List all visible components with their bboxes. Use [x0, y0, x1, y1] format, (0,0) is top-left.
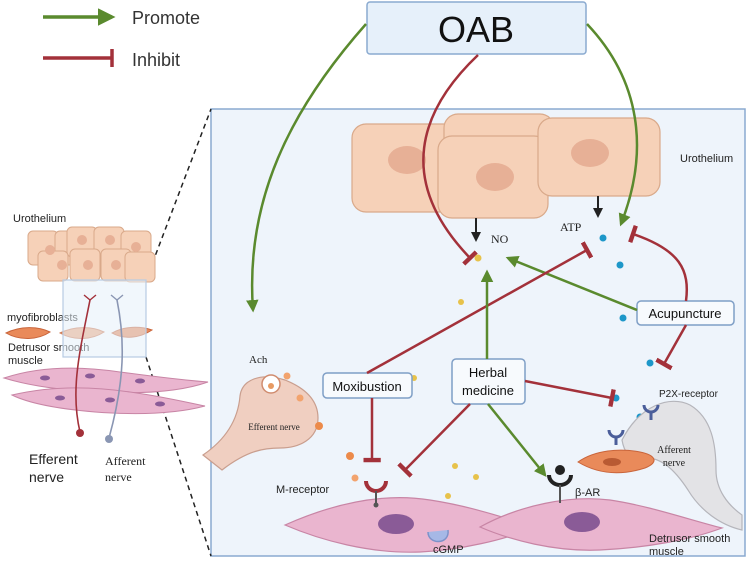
herbal-inhibit-p2x	[524, 379, 616, 408]
moxibustion-label: Moxibustion	[332, 379, 401, 394]
legend: Promote Inhibit	[43, 8, 200, 70]
inset-detrusor-muscle	[2, 367, 209, 415]
efferent-nerve-terminal	[201, 374, 319, 471]
herbal-label-line2: medicine	[462, 383, 514, 398]
inset-efferent-nerve-ending	[83, 294, 97, 301]
inset-afferent-nerve-fiber	[108, 299, 124, 439]
inset-detrusor-label-line2: muscle	[8, 355, 43, 367]
inset-efferent-nerve-fiber	[75, 299, 91, 433]
acupuncture-inhibit-p2x	[655, 324, 688, 371]
inset-afferent-label-line2: nerve	[105, 470, 132, 484]
inset-afferent-nerve-body	[105, 435, 113, 443]
p2x-receptor-label: P2X-receptor	[659, 389, 719, 400]
urothelium-label: Urothelium	[680, 153, 733, 165]
myofibroblast	[577, 449, 655, 474]
urothelium-cells	[351, 113, 661, 219]
oab-title: OAB	[438, 9, 514, 50]
m-receptor-label: M-receptor	[276, 484, 330, 496]
beta-ar-label: β-AR	[575, 487, 600, 499]
inset-urothelium-label: Urothelium	[13, 213, 66, 225]
atp-label: ATP	[560, 220, 582, 234]
oab-to-ach-arrow	[246, 23, 367, 313]
detrusor-muscle-cells	[283, 497, 725, 553]
acupuncture-inhibit-atp	[628, 225, 688, 302]
inset-myofibroblasts-label: myofibroblasts	[7, 312, 78, 324]
zoom-connector-bottom	[145, 356, 212, 557]
inhibit-legend-label: Inhibit	[132, 50, 180, 70]
p2x-receptor-icons	[607, 404, 660, 445]
zoom-connector-top	[145, 108, 212, 281]
afferent-nerve-label-line1: Afferent	[657, 445, 691, 456]
oab-to-atp-arrow	[586, 23, 639, 227]
oab-inhibit-no	[422, 54, 479, 266]
inset-zoom-box	[62, 279, 147, 358]
afferent-nerve-label-line2: nerve	[663, 458, 686, 469]
inset-efferent-nerve-body	[76, 429, 84, 437]
ach-label: Ach	[249, 354, 268, 366]
ach-molecules	[283, 372, 359, 482]
detrusor-label-line2: muscle	[649, 546, 684, 558]
inset-efferent-label-line2: nerve	[29, 469, 64, 485]
acupuncture-promote-no	[505, 255, 638, 312]
inset-afferent-nerve-ending	[110, 294, 124, 301]
moxibustion-inhibit-atp	[366, 241, 594, 375]
inset-afferent-label-line1: Afferent	[105, 454, 146, 468]
efferent-nerve-label: Efferent nerve	[248, 422, 300, 432]
no-label: NO	[491, 232, 509, 246]
beta-ar-icon	[547, 465, 573, 503]
inset-urothelium-cells	[27, 226, 156, 283]
promote-legend-label: Promote	[132, 8, 200, 28]
acupuncture-label: Acupuncture	[649, 306, 722, 321]
detrusor-label-line1: Detrusor smooth	[649, 533, 730, 545]
herbal-inhibit-m-receptor	[397, 403, 471, 478]
cgmp-label: cGMP	[433, 544, 464, 556]
oab-box	[366, 1, 587, 55]
m-receptor-icon	[364, 480, 388, 508]
cgmp-icon	[427, 529, 449, 543]
inset-efferent-label-line1: Efferent	[29, 451, 78, 467]
herbal-promote-beta-ar	[487, 403, 547, 477]
herbal-label-line1: Herbal	[469, 365, 507, 380]
